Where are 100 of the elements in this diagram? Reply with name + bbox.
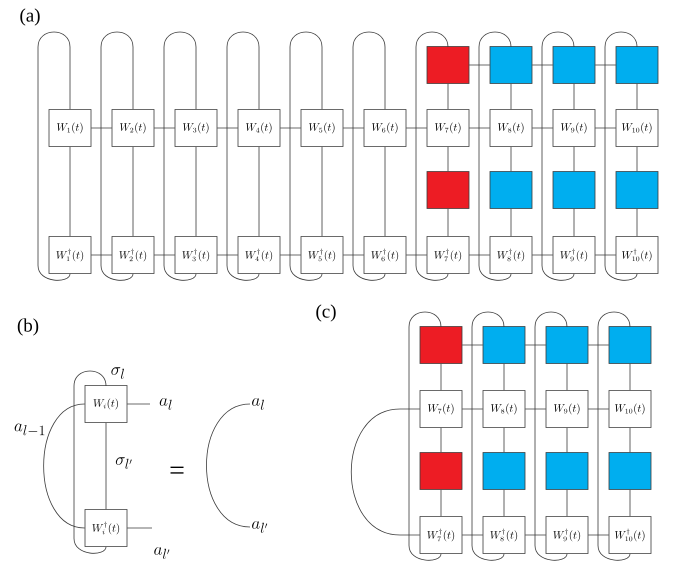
arc-line: [43, 404, 85, 528]
line: [636, 208, 638, 236]
loop-line: [164, 32, 196, 281]
loop-line: [542, 32, 574, 281]
loop-line: [100, 32, 134, 281]
line: [469, 254, 490, 256]
loop-line: [290, 32, 322, 281]
loop-line: [478, 32, 512, 281]
loop-line: [534, 312, 568, 561]
line: [595, 64, 616, 66]
edge-label: $a_{l'}$: [152, 546, 172, 560]
tensor-box: $W_{4}(t)$: [238, 109, 280, 147]
tensor-box: $W_{4}^{\dagger}(t)$: [238, 236, 280, 274]
loop-line: [38, 32, 70, 281]
tensor-box: $W_{3}(t)$: [174, 109, 218, 147]
arc-line: [206, 404, 250, 528]
line: [510, 208, 512, 236]
loop-line: [472, 312, 504, 561]
line: [440, 490, 442, 516]
loop-line: [604, 32, 638, 281]
index-label: $a_{l}$: [252, 398, 264, 410]
operator-box: [482, 326, 526, 364]
tensor-box: $W_{6}(t)$: [364, 109, 406, 147]
line: [636, 146, 638, 172]
line: [510, 146, 512, 172]
operator-box: [426, 171, 470, 209]
operator-box: [420, 452, 462, 490]
tensor-box: $W_{2}^{\dagger}(t)$: [112, 236, 154, 274]
loop-line: [416, 32, 448, 281]
edge-label: $a_{l-1}$: [13, 422, 48, 438]
line: [595, 254, 616, 256]
index-label: $a_{l'}$: [252, 521, 268, 533]
tensor-box: $W_{8}^{\dagger}(t)$: [482, 516, 526, 554]
tensor-box: $W_{9}^{\dagger}(t)$: [546, 516, 588, 554]
tensor-box: $W_{6}^{\dagger}(t)$: [364, 236, 406, 274]
tensor-box: $W_{5}(t)$: [300, 109, 344, 147]
operator-box: [546, 452, 588, 490]
edge-label: $a_{l}$: [158, 397, 174, 411]
operator-box: [608, 326, 652, 364]
line: [566, 428, 568, 452]
tensor-box: $W_{7}^{\dagger}(t)$: [420, 516, 462, 554]
tensor-box: $W_{9}^{\dagger}(t)$: [552, 236, 596, 274]
line: [91, 254, 112, 256]
tensor-box: $W_{10}(t)$: [608, 390, 652, 428]
edge-label: $\sigma_{l'}$: [114, 456, 134, 470]
tensor-box: $W_{9}(t)$: [546, 390, 588, 428]
line: [406, 254, 427, 256]
edge-label: $\sigma_{l}$: [110, 366, 126, 380]
line: [525, 408, 546, 410]
tensor-box: $W_{8}(t)$: [482, 390, 526, 428]
tensor-box: $W_{7}^{\dagger}(t)$: [426, 236, 470, 274]
operator-box: [482, 452, 526, 490]
equals-sign: =: [170, 466, 184, 474]
line: [440, 428, 442, 452]
tensor-box: $W_{8}(t)$: [490, 109, 532, 147]
line: [280, 254, 301, 256]
line: [154, 254, 176, 256]
line: [217, 254, 238, 256]
line: [525, 534, 546, 536]
tensor-box: $W_{2}(t)$: [112, 109, 154, 147]
tensor-box: $W_{7}(t)$: [426, 109, 470, 147]
panel-label: (c): [316, 304, 336, 322]
loop-line: [74, 370, 106, 554]
tensor-box: $W_{10}(t)$: [616, 109, 658, 147]
tensor-box: $W_{10}^{\dagger}(t)$: [608, 516, 652, 554]
operator-box: [552, 46, 596, 84]
operator-box: [616, 46, 658, 84]
line: [384, 146, 386, 236]
tensor-box: $W_{i}^{\dagger}(t)$: [84, 509, 128, 547]
line: [462, 344, 483, 346]
operator-box: [490, 46, 532, 84]
operator-box: [616, 171, 658, 209]
tensor-box: $W_{3}^{\dagger}(t)$: [174, 236, 218, 274]
line: [588, 344, 609, 346]
operator-box: [552, 171, 596, 209]
line: [440, 364, 442, 390]
operator-box: [426, 46, 470, 84]
line: [636, 84, 638, 110]
line: [525, 344, 546, 346]
line: [588, 408, 609, 410]
line: [462, 534, 483, 536]
panel-label: (a): [20, 8, 40, 26]
tensor-box: $W_{1}(t)$: [48, 109, 92, 147]
line: [532, 64, 553, 66]
line: [469, 64, 490, 66]
loop-line: [598, 312, 630, 561]
line: [343, 254, 364, 256]
tensor-box: $W_{9}(t)$: [552, 109, 596, 147]
line: [462, 408, 483, 410]
loop-line: [352, 32, 386, 281]
line: [566, 490, 568, 516]
line: [532, 254, 553, 256]
tensor-box: $W_{8}^{\dagger}(t)$: [490, 236, 532, 274]
line: [258, 146, 260, 236]
line: [588, 534, 609, 536]
tensor-box: $W_{10}^{\dagger}(t)$: [616, 236, 658, 274]
line: [132, 146, 134, 236]
operator-box: [546, 326, 588, 364]
tensor-box: $W_{1}^{\dagger}(t)$: [48, 236, 92, 274]
arc-line: [350, 408, 420, 536]
